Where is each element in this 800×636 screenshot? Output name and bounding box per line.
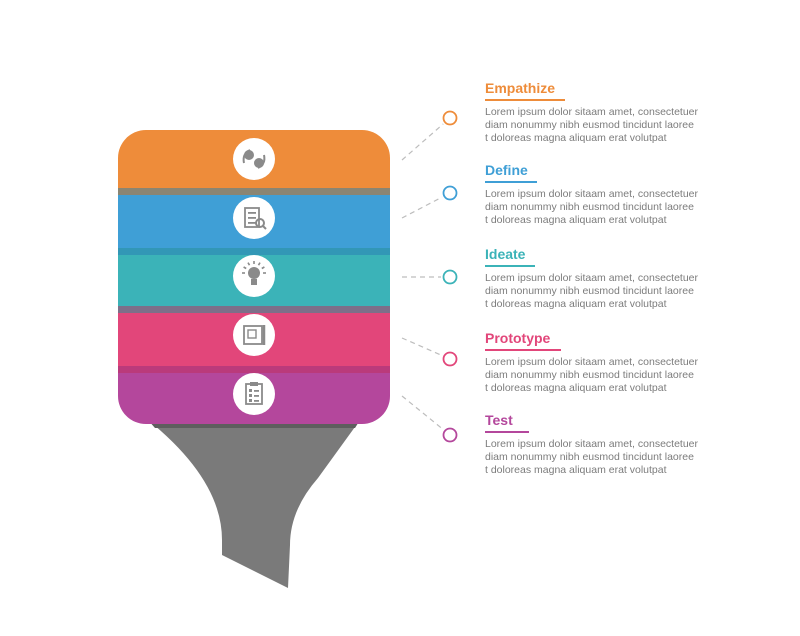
band-separator [118,366,390,373]
desc-line: Lorem ipsum dolor sitaam amet, consectet… [485,356,699,368]
blueprint-icon [233,314,275,356]
step-title: Test [485,412,513,428]
step-title: Define [485,162,528,178]
title-underline [485,349,561,351]
step-description: Lorem ipsum dolor sitaam amet, consectet… [485,188,715,227]
connector-dot [442,351,458,367]
step-description: Lorem ipsum dolor sitaam amet, consectet… [485,106,715,145]
band-separator [118,188,390,195]
desc-line: diam nonummy nibh eusmod tincidunt laore… [485,119,694,131]
step-title: Empathize [485,80,556,96]
desc-line: t doloreas magna aliquam erat volutpat [485,382,667,394]
desc-line: diam nonummy nibh eusmod tincidunt laore… [485,369,694,381]
title-underline [485,265,535,267]
funnel-stem [148,420,360,588]
desc-line: diam nonummy nibh eusmod tincidunt laore… [485,451,694,463]
people-exchange-icon [233,138,275,180]
connector-define [401,185,458,219]
step-title: Ideate [485,246,526,262]
desc-line: diam nonummy nibh eusmod tincidunt laore… [485,201,694,213]
band-separator [118,248,390,255]
step-description: Lorem ipsum dolor sitaam amet, consectet… [485,356,715,395]
connector-test [401,395,458,443]
step-description: Lorem ipsum dolor sitaam amet, consectet… [485,272,715,311]
desc-line: Lorem ipsum dolor sitaam amet, consectet… [485,438,699,450]
title-underline [485,431,529,433]
checklist-magnifier-icon [233,197,275,239]
step-empathize: Empathize Lorem ipsum dolor sitaam amet,… [485,80,715,145]
desc-line: t doloreas magna aliquam erat volutpat [485,214,667,226]
desc-line: t doloreas magna aliquam erat volutpat [485,298,667,310]
connector-dot [442,185,458,201]
step-test: Test Lorem ipsum dolor sitaam amet, cons… [485,412,715,477]
connector-ideate [402,269,458,285]
lightbulb-icon [233,255,275,297]
connector-dot [442,269,458,285]
desc-line: t doloreas magna aliquam erat volutpat [485,132,667,144]
desc-line: Lorem ipsum dolor sitaam amet, consectet… [485,272,699,284]
step-define: Define Lorem ipsum dolor sitaam amet, co… [485,162,715,227]
connector-dot [442,427,458,443]
band-separator [118,306,390,313]
connector-empathize [401,110,458,161]
desc-line: t doloreas magna aliquam erat volutpat [485,464,667,476]
desc-line: Lorem ipsum dolor sitaam amet, consectet… [485,106,699,118]
connector-dot [442,110,458,126]
step-description: Lorem ipsum dolor sitaam amet, consectet… [485,438,715,477]
connector-prototype [401,337,458,367]
clipboard-test-icon [233,373,275,415]
step-title: Prototype [485,330,551,346]
step-prototype: Prototype Lorem ipsum dolor sitaam amet,… [485,330,715,395]
desc-line: Lorem ipsum dolor sitaam amet, consectet… [485,188,699,200]
title-underline [485,181,537,183]
step-ideate: Ideate Lorem ipsum dolor sitaam amet, co… [485,246,715,311]
desc-line: diam nonummy nibh eusmod tincidunt laore… [485,285,694,297]
title-underline [485,99,565,101]
